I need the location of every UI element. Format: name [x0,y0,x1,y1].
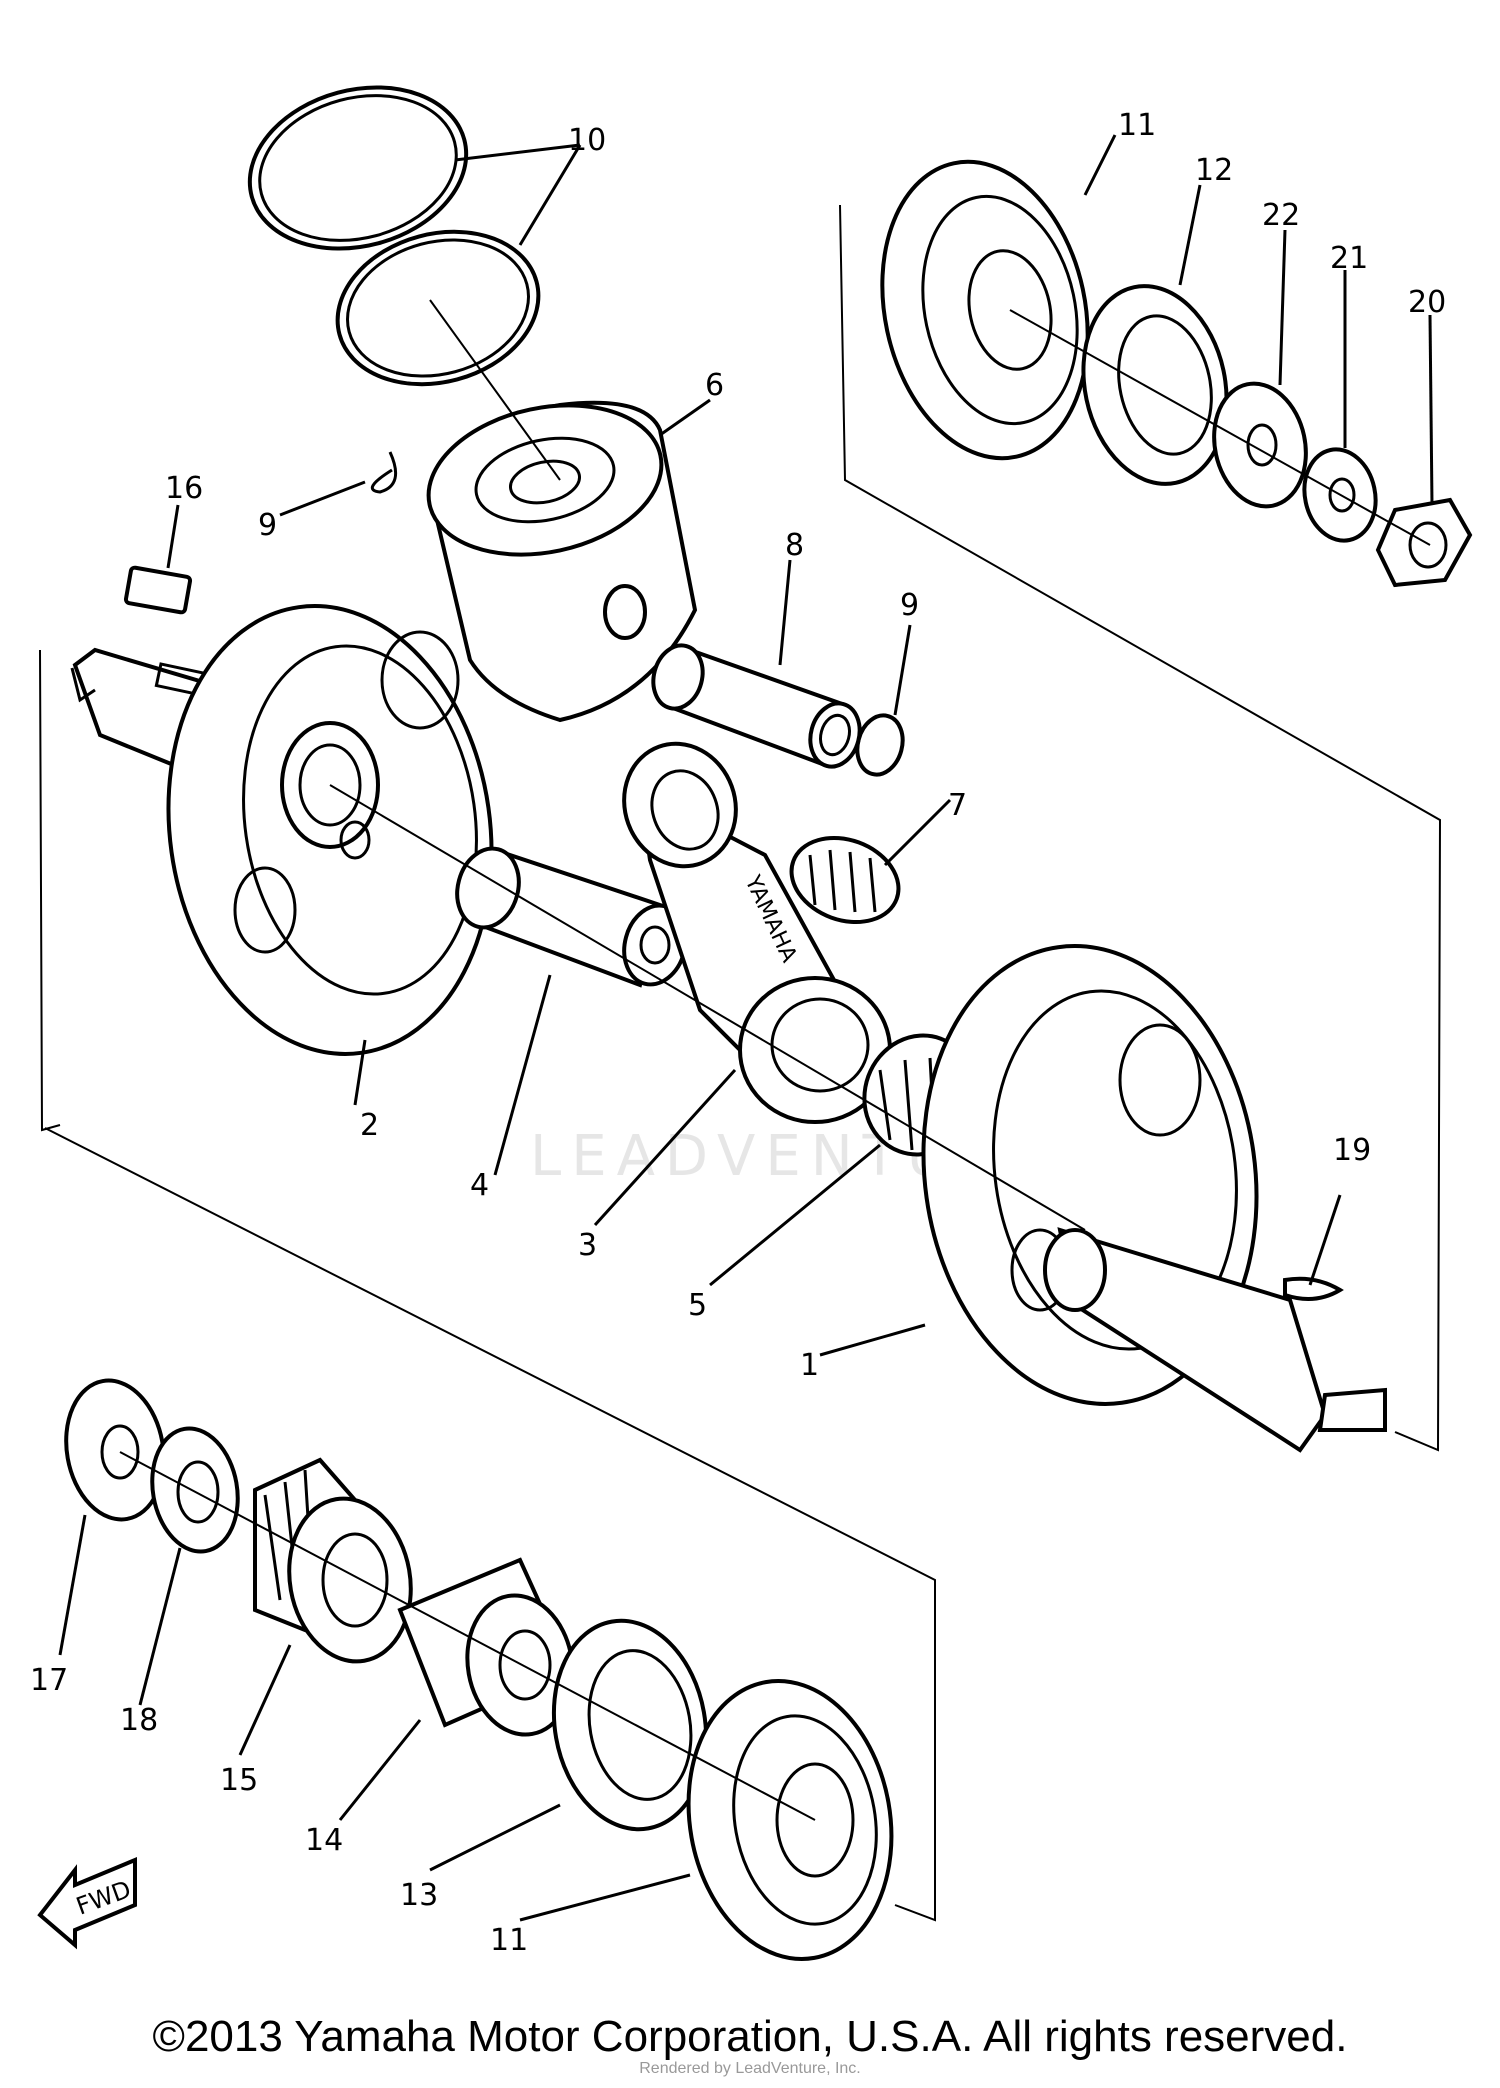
callout-17: 17 [30,1663,68,1698]
callout-5: 5 [688,1288,707,1323]
callout-4: 4 [470,1168,489,1203]
callout-9-right: 9 [900,588,919,623]
piston-ring-bottom [335,229,541,387]
callout-6: 6 [705,368,724,403]
part-6-piston [426,400,698,723]
part-15-gear [287,1496,413,1664]
callout-18: 18 [120,1703,158,1738]
callout-8: 8 [785,528,804,563]
part-7-needle-bearing-small [789,835,901,925]
part-18-washer [150,1426,240,1554]
exploded-parts-diagram: LEADVENTURE [30,85,1473,1961]
callout-20: 20 [1408,285,1446,320]
upper-right-boundary [839,204,1442,1452]
part-11-bearing-lower [686,1679,894,1961]
lower-boundary [44,1127,936,1922]
callout-11-lower: 11 [490,1923,528,1958]
callout-21: 21 [1330,241,1368,276]
assembly-boundaries [39,204,1442,1922]
callout-10: 10 [568,123,606,158]
part-19-woodruff-key [1283,1276,1344,1301]
part-13-oil-seal [551,1618,709,1832]
callout-15: 15 [220,1763,258,1798]
callout-16: 16 [165,471,203,506]
part-8-piston-pin [651,643,862,769]
callout-22: 22 [1262,198,1300,233]
circlip-left [370,451,398,494]
callout-11-upper: 11 [1118,108,1156,143]
part-2-left-crank-half [70,604,494,1056]
piston-ring-top [247,85,469,251]
piston-pin-hole [603,584,647,640]
callout-19: 19 [1333,1133,1371,1168]
callout-14: 14 [305,1823,343,1858]
shaft-thread [1317,1387,1387,1432]
part-22-washer [1212,381,1308,509]
left-boundary [39,649,61,1132]
callout-12: 12 [1195,153,1233,188]
callout-2: 2 [360,1108,379,1143]
callout-13: 13 [400,1878,438,1913]
lower-parts [64,1378,894,1961]
piston-crown [426,403,664,557]
callout-7: 7 [948,788,967,823]
footer-note: Rendered by LeadVenture, Inc. [639,2060,861,2077]
rod-small-end [622,741,738,869]
assembly-axes [119,299,1431,1821]
leader-lines [58,134,1434,1922]
part-16-key [123,565,193,615]
copyright-notice: ©2013 Yamaha Motor Corporation, U.S.A. A… [152,2012,1348,2061]
part-1-right-crank-half [921,944,1387,1453]
upper-right-parts [880,159,1473,588]
callout-3: 3 [578,1228,597,1263]
callout-9-left: 9 [258,508,277,543]
fwd-arrow-icon: FWD [37,1857,137,1950]
callout-1: 1 [800,1348,819,1383]
part-10-piston-rings [247,85,541,387]
part-callouts: 10 11 12 22 21 20 6 9 16 8 9 7 2 4 3 5 1… [30,108,1446,1958]
